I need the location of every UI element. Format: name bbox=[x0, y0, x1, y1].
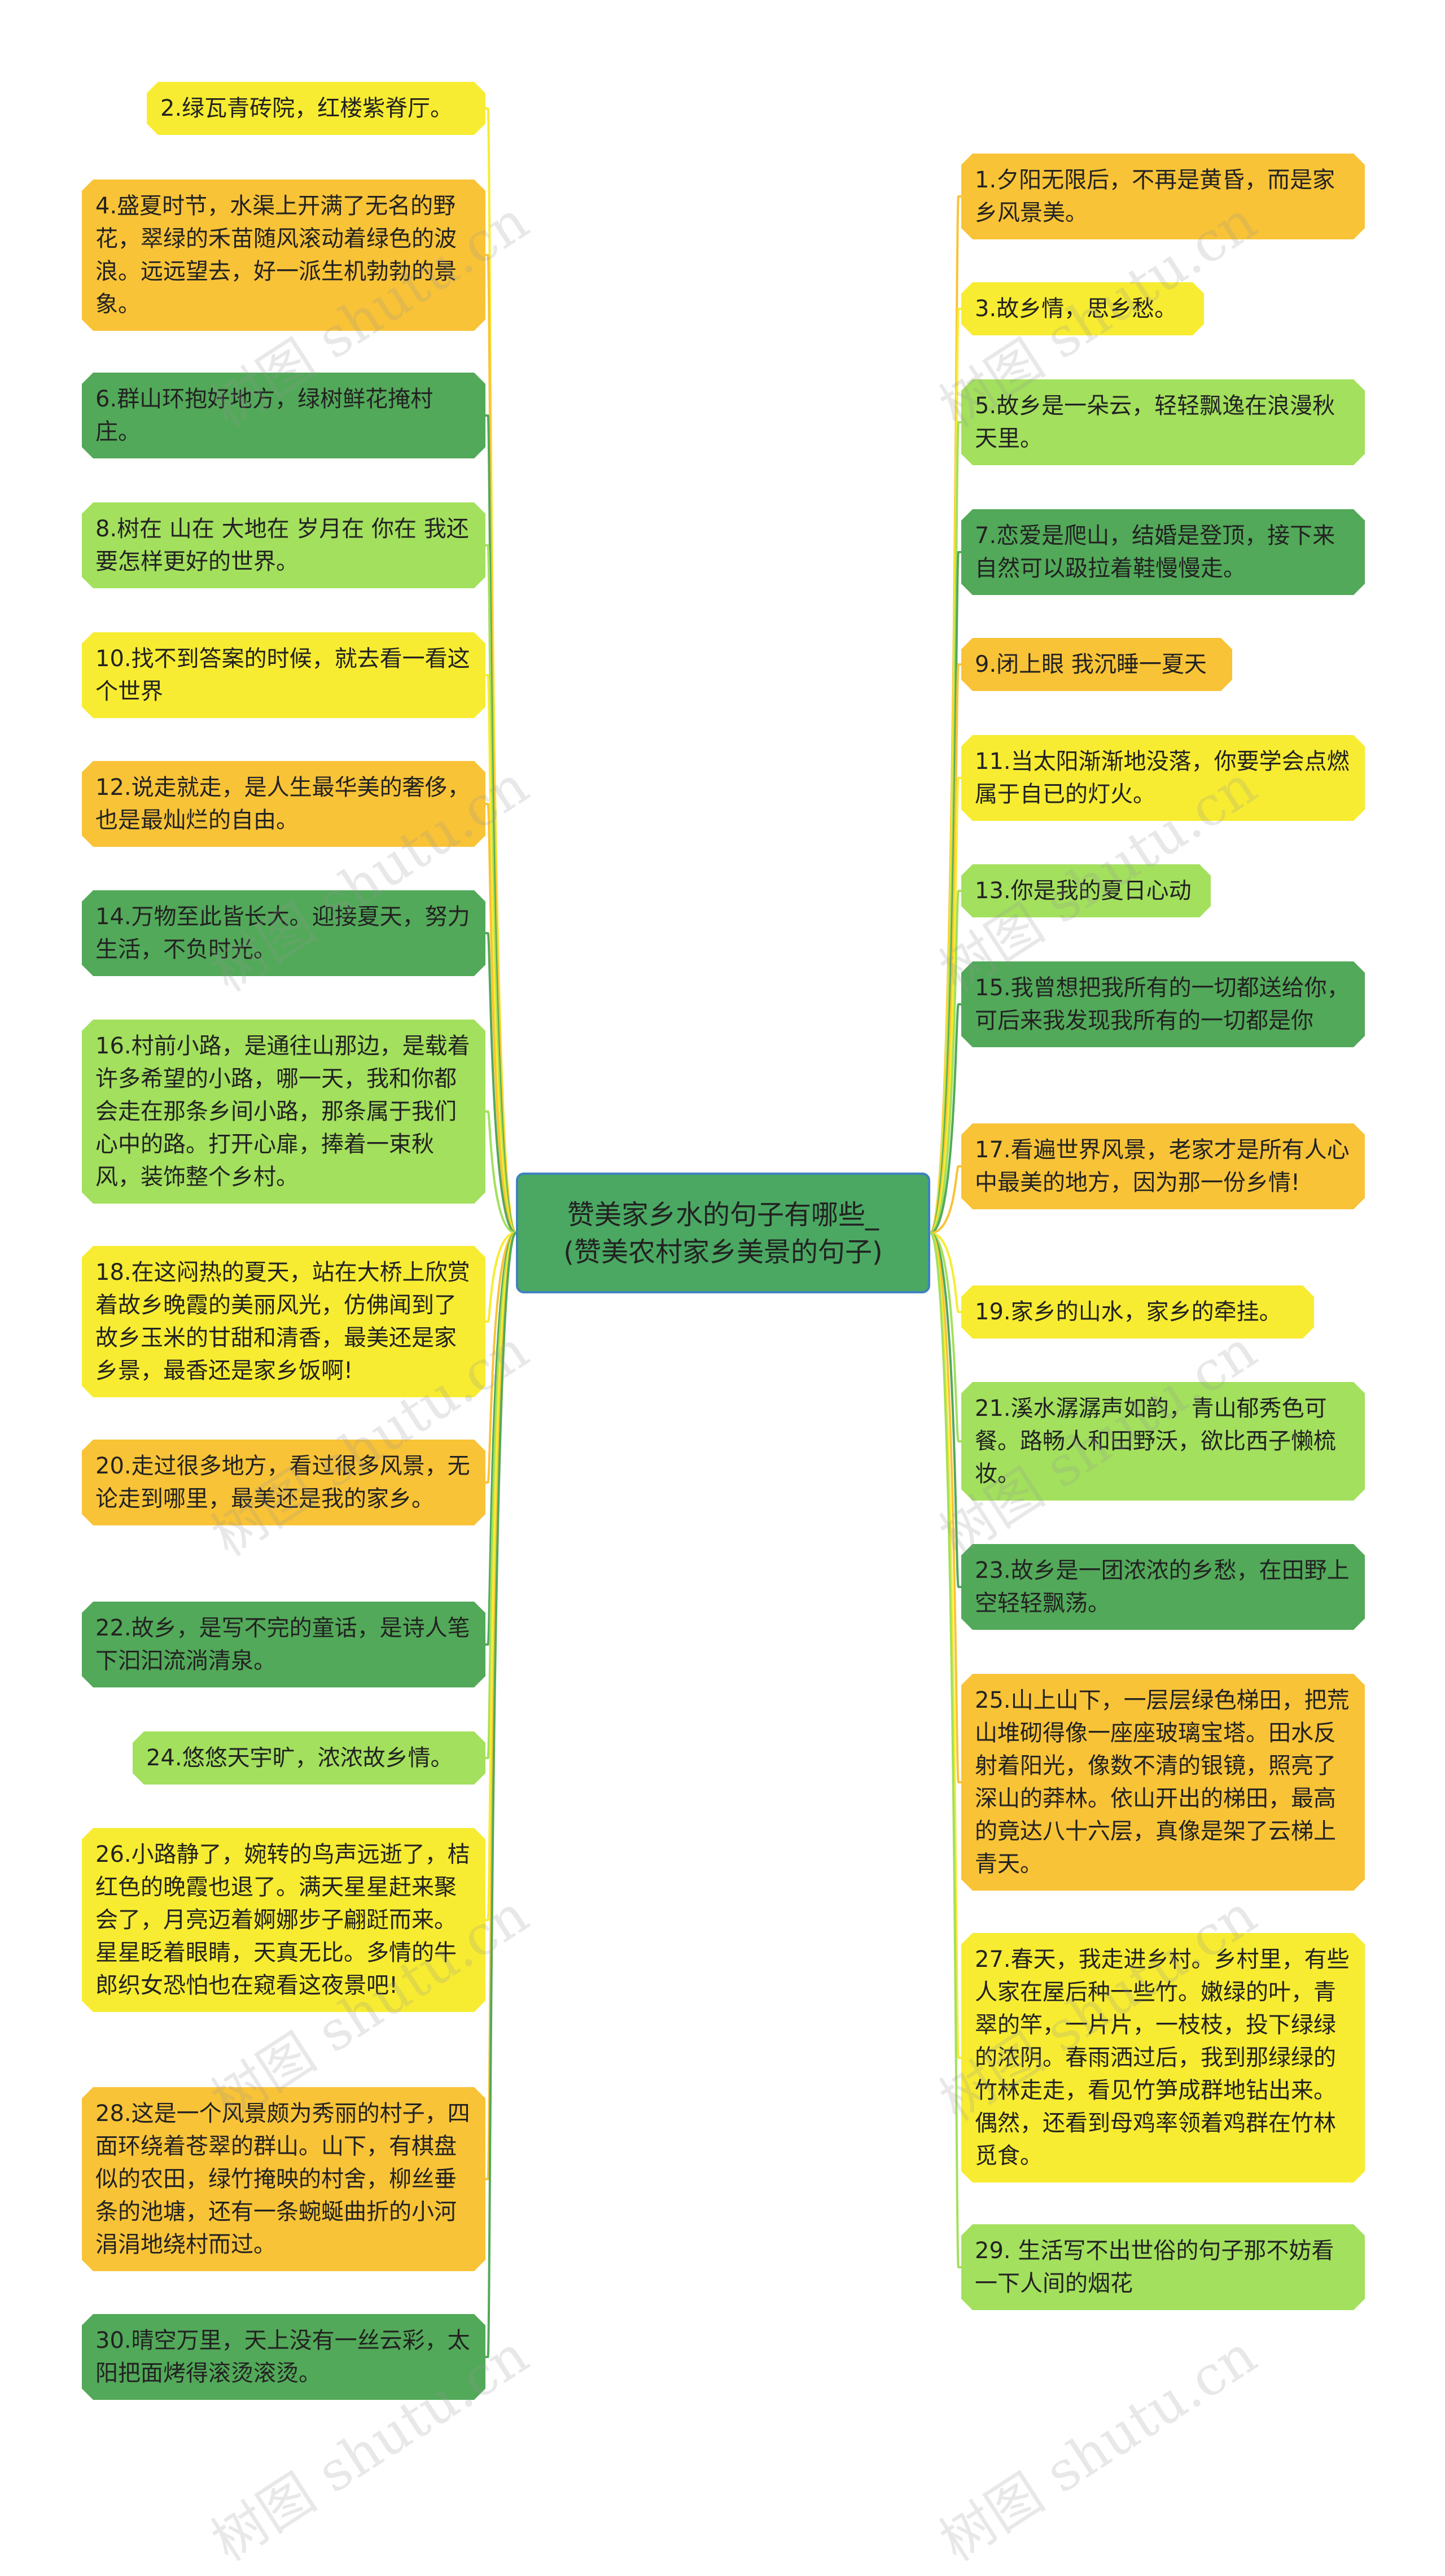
right-node-3[interactable]: 3.故乡情，思乡愁。 bbox=[961, 282, 1204, 335]
left-node-10[interactable]: 10.找不到答案的时候，就去看一看这个世界 bbox=[82, 632, 485, 718]
right-node-25[interactable]: 25.山上山下，一层层绿色梯田，把荒山堆砌得像一座座玻璃宝塔。田水反射着阳光，像… bbox=[961, 1674, 1365, 1891]
connector-line bbox=[930, 1003, 961, 1234]
connector-line bbox=[485, 1232, 517, 2358]
connector-lines bbox=[485, 107, 961, 2358]
left-node-20[interactable]: 20.走过很多地方，看过很多风景，无论走到哪里，最美还是我的家乡。 bbox=[82, 1440, 485, 1525]
connector-line bbox=[930, 1232, 961, 1442]
connector-line bbox=[930, 1232, 961, 1588]
right-node-17[interactable]: 17.看遍世界风景，老家才是所有人心中最美的地方，因为那一份乡情! bbox=[961, 1123, 1365, 1209]
right-node-9[interactable]: 9.闭上眼 我沉睡一夏天 bbox=[961, 638, 1232, 691]
connector-line bbox=[485, 674, 517, 1234]
connector-line bbox=[485, 803, 516, 1234]
right-node-15[interactable]: 15.我曾想把我所有的一切都送给你，可后来我发现我所有的一切都是你 bbox=[961, 961, 1365, 1047]
right-node-19[interactable]: 19.家乡的山水，家乡的牵挂。 bbox=[961, 1285, 1314, 1339]
connector-line bbox=[485, 1110, 516, 1234]
connector-line bbox=[930, 777, 961, 1234]
left-node-6[interactable]: 6.群山环抱好地方，绿树鲜花掩村庄。 bbox=[82, 373, 485, 458]
right-node-29[interactable]: 29. 生活写不出世俗的句子那不妨看一下人间的烟花 bbox=[961, 2224, 1365, 2310]
left-node-28[interactable]: 28.这是一个风景颇为秀丽的村子，四面环绕着苍翠的群山。山下，有棋盘似的农田，绿… bbox=[82, 2087, 485, 2271]
left-node-8[interactable]: 8.树在 山在 大地在 岁月在 你在 我还要怎样更好的世界。 bbox=[82, 502, 485, 588]
right-node-1[interactable]: 1.夕阳无限后，不再是黄昏，而是家乡风景美。 bbox=[961, 154, 1365, 239]
connector-line bbox=[930, 890, 961, 1234]
connector-line bbox=[929, 1232, 961, 1783]
connector-line bbox=[485, 1232, 516, 1484]
root-topic[interactable]: 赞美家乡水的句子有哪些_ (赞美农村家乡美景的句子) bbox=[516, 1173, 930, 1293]
connector-line bbox=[929, 1232, 961, 2268]
left-node-12[interactable]: 12.说走就走，是人生最华美的奢侈，也是最灿烂的自由。 bbox=[82, 761, 485, 847]
connector-line bbox=[930, 1165, 961, 1234]
left-node-24[interactable]: 24.悠悠天宇旷，浓浓故乡情。 bbox=[133, 1731, 485, 1785]
left-node-26[interactable]: 26.小路静了，婉转的鸟声远逝了，桔红色的晚霞也退了。满天星星赶来聚会了，月亮迈… bbox=[82, 1828, 485, 2012]
connector-line bbox=[485, 1232, 517, 1921]
left-node-22[interactable]: 22.故乡，是写不完的童话，是诗人笔下汩汩流淌清泉。 bbox=[82, 1602, 485, 1687]
left-node-18[interactable]: 18.在这闷热的夏天，站在大桥上欣赏着故乡晚霞的美丽风光，仿佛闻到了故乡玉米的甘… bbox=[82, 1246, 485, 1397]
right-node-13[interactable]: 13.你是我的夏日心动 bbox=[961, 864, 1211, 917]
right-node-23[interactable]: 23.故乡是一团浓浓的乡愁，在田野上空轻轻飘荡。 bbox=[961, 1544, 1365, 1630]
left-node-14[interactable]: 14.万物至此皆长大。迎接夏天，努力生活，不负时光。 bbox=[82, 890, 485, 976]
right-node-21[interactable]: 21.溪水潺潺声如韵，青山郁秀色可餐。路畅人和田野沃，欲比西子懒梳妆。 bbox=[961, 1382, 1365, 1501]
left-node-4[interactable]: 4.盛夏时节，水渠上开满了无名的野花，翠绿的禾苗随风滚动着绿色的波浪。远远望去，… bbox=[82, 180, 485, 331]
right-node-5[interactable]: 5.故乡是一朵云，轻轻飘逸在浪漫秋天里。 bbox=[961, 379, 1365, 465]
connector-line bbox=[485, 1232, 516, 1323]
left-node-30[interactable]: 30.晴空万里，天上没有一丝云彩，太阳把面烤得滚烫滚烫。 bbox=[82, 2314, 485, 2400]
connector-line bbox=[930, 1232, 961, 1313]
root-title-line2: (赞美农村家乡美景的句子) bbox=[563, 1236, 883, 1268]
left-node-2[interactable]: 2.绿瓦青砖院，红楼紫脊厅。 bbox=[147, 82, 485, 135]
left-node-16[interactable]: 16.村前小路，是通往山那边，是载着许多希望的小路，哪一天，我和你都会走在那条乡… bbox=[82, 1020, 485, 1204]
root-title-line1: 赞美家乡水的句子有哪些_ bbox=[567, 1199, 879, 1231]
right-node-27[interactable]: 27.春天，我走进乡村。乡村里，有些人家在屋后种一些竹。嫩绿的叶，青翠的竿，一片… bbox=[961, 1933, 1365, 2183]
connector-line bbox=[485, 932, 516, 1234]
right-node-11[interactable]: 11.当太阳渐渐地没落，你要学会点燃属于自已的灯火。 bbox=[961, 735, 1365, 821]
right-node-7[interactable]: 7.恋爱是爬山，结婚是登顶，接下来自然可以趿拉着鞋慢慢走。 bbox=[961, 509, 1365, 595]
